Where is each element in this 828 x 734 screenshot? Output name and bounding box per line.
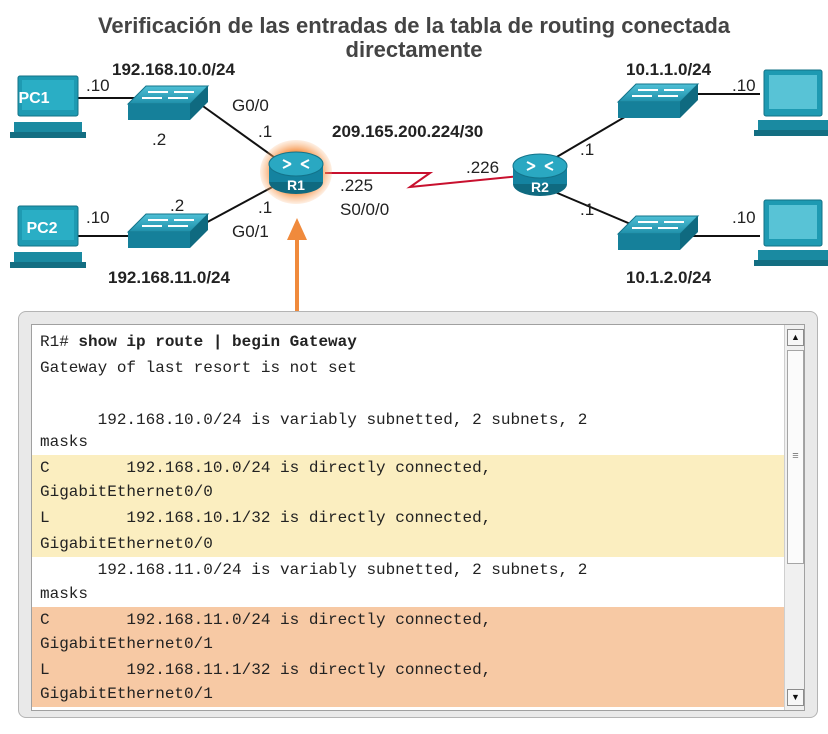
pc1-icon xyxy=(9,75,87,139)
scroll-down-button[interactable]: ▼ xyxy=(787,689,804,706)
pc1-label: PC1 xyxy=(18,90,49,107)
link-sw1-r1 xyxy=(199,103,279,161)
link-sw2-r1 xyxy=(199,183,279,227)
switch-2-address: .2 xyxy=(170,196,185,215)
r1-g01-address: .1 xyxy=(258,198,273,217)
link-r2-sw4 xyxy=(554,191,641,229)
scrollbar-thumb[interactable]: ≡ xyxy=(787,350,804,564)
serial-link-r1-r2 xyxy=(325,172,521,189)
router-r1-icon xyxy=(260,140,332,204)
network-label-lan1: 192.168.10.0/24 xyxy=(112,60,235,79)
pc2-icon xyxy=(9,205,87,269)
terminal-window: R1# show ip route | begin Gateway Gatewa… xyxy=(18,311,818,718)
pc3-icon xyxy=(753,69,828,137)
switch-1-address: .2 xyxy=(152,130,167,149)
r2-serial-address: .226 xyxy=(466,158,500,177)
pc4-icon xyxy=(753,199,828,267)
terminal-command: show ip route | begin Gateway xyxy=(78,333,357,351)
terminal-line: masks xyxy=(40,433,89,451)
interface-g00-label: G0/0 xyxy=(232,96,269,115)
switch-1-icon xyxy=(127,85,209,121)
pc4-host-address: .10 xyxy=(732,208,756,227)
terminal-line: R1# show ip route | begin Gateway xyxy=(32,329,800,355)
terminal-line: 192.168.11.0/24 is variably subnetted, 2… xyxy=(40,561,588,579)
terminal-line xyxy=(32,381,800,407)
terminal-line-highlight-orange: C 192.168.11.0/24 is directly connected, xyxy=(32,607,800,633)
terminal-line-highlight-orange: GigabitEthernet0/1 xyxy=(32,681,800,707)
network-label-lan2: 192.168.11.0/24 xyxy=(108,268,230,287)
callout-arrow-head xyxy=(287,218,307,240)
switch-2-icon xyxy=(127,213,209,249)
switch-4-icon xyxy=(617,215,699,251)
pc3-host-address: .10 xyxy=(732,76,756,95)
interface-s000-label: S0/0/0 xyxy=(340,200,390,219)
r2-label: R2 xyxy=(531,179,549,195)
terminal-line-highlight-yellow: C 192.168.10.0/24 is directly connected, xyxy=(32,455,800,481)
r1-s000-address: .225 xyxy=(340,176,374,195)
network-label-lan4: 10.1.2.0/24 xyxy=(626,268,712,287)
router-r2-icon xyxy=(512,153,568,196)
terminal-scrollbar[interactable]: ▲ ≡ ▼ xyxy=(784,325,804,710)
terminal-prompt: R1# xyxy=(40,333,79,351)
terminal-line-highlight-yellow: GigabitEthernet0/0 xyxy=(32,531,800,557)
network-label-wan: 209.165.200.224/30 xyxy=(332,122,484,141)
terminal-line: Gateway of last resort is not set xyxy=(40,359,357,377)
interface-g01-label: G0/1 xyxy=(232,222,269,241)
r2-top-address: .1 xyxy=(580,140,595,159)
scrollbar-grip-icon: ≡ xyxy=(792,450,799,462)
scroll-up-button[interactable]: ▲ xyxy=(787,329,804,346)
pc1-host-address: .10 xyxy=(86,76,110,95)
diagram-title-line-1: Verificación de las entradas de la tabla… xyxy=(97,13,731,38)
pc2-host-address: .10 xyxy=(86,208,110,227)
pc2-label: PC2 xyxy=(26,220,57,237)
terminal-line-highlight-orange: GigabitEthernet0/1 xyxy=(32,631,800,657)
diagram-title-line-2: directamente xyxy=(345,37,483,62)
terminal-line: masks xyxy=(40,585,89,603)
r1-g00-address: .1 xyxy=(258,122,273,141)
terminal-line-highlight-yellow: GigabitEthernet0/0 xyxy=(32,479,800,505)
terminal-line-highlight-orange: L 192.168.11.1/32 is directly connected, xyxy=(32,657,800,683)
terminal-line: 192.168.10.0/24 is variably subnetted, 2… xyxy=(40,411,588,429)
network-label-lan3: 10.1.1.0/24 xyxy=(626,60,712,79)
switch-3-icon xyxy=(617,83,699,119)
r2-bottom-address: .1 xyxy=(580,200,595,219)
r1-label: R1 xyxy=(287,177,305,193)
terminal-line-highlight-yellow: L 192.168.10.1/32 is directly connected, xyxy=(32,505,800,531)
terminal-output[interactable]: R1# show ip route | begin Gateway Gatewa… xyxy=(31,324,805,711)
